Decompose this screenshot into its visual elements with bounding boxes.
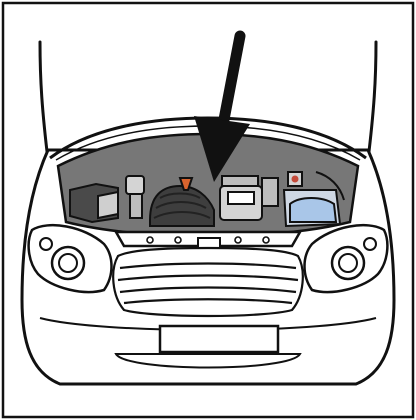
front-grille [113, 248, 303, 316]
license-plate [160, 326, 278, 352]
